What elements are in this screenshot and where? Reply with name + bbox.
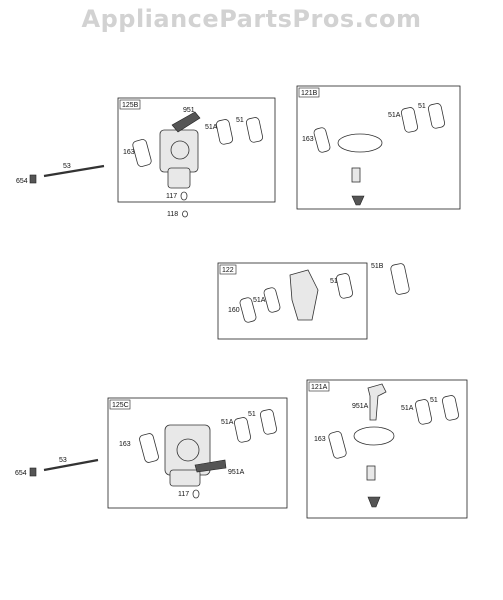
kit-121a-label: 121A (311, 384, 328, 391)
gasket-163-121a (328, 431, 347, 459)
gasket-51a-125b (215, 119, 233, 145)
label-163-121a: 163 (314, 436, 326, 443)
kit-125b-group: 125B 163 951 51A 51 117 (117, 97, 276, 203)
label-163-125b: 163 (123, 149, 135, 156)
gasket-51a-121b (400, 107, 418, 133)
label-118: 118 (167, 211, 178, 218)
gasket-51a-122 (263, 287, 281, 313)
gasket-163 (132, 139, 152, 167)
kit-121a-tag (308, 381, 330, 392)
label-53-bottom: 53 (59, 457, 67, 464)
label-51a-121b: 51A (388, 112, 401, 119)
label-51-125c: 51 (248, 411, 256, 418)
kit-121a-box (306, 379, 468, 519)
label-163-121b: 163 (302, 136, 314, 143)
spacer-122 (289, 269, 319, 321)
label-160: 160 (228, 307, 240, 314)
stud-assembly-top: 654 53 (16, 163, 105, 185)
gasket-51-121a (441, 395, 459, 421)
label-951a-125c: 951A (228, 469, 245, 476)
label-51a-122: 51A (253, 297, 266, 304)
kit-125c-tag (109, 399, 131, 410)
kit-125b-tag (119, 99, 141, 110)
gasket-51-122 (335, 273, 353, 299)
float-bowl-121b (351, 195, 365, 206)
label-51-121b: 51 (418, 103, 426, 110)
screw-117-125c (192, 489, 200, 499)
label-163-125c: 163 (119, 441, 131, 448)
label-51-122: 51 (330, 278, 338, 285)
stud-assembly-bottom: 654 53 (15, 457, 99, 477)
gasket-163-125c (139, 433, 159, 463)
label-51b: 51B (371, 263, 384, 270)
kit-121b-tag (298, 87, 320, 98)
float-bowl-121a (367, 496, 381, 508)
label-51-125b: 51 (236, 117, 244, 124)
needle-121a (366, 465, 376, 481)
carburetor-125c (164, 424, 227, 487)
label-951-125b: 951 (183, 107, 195, 114)
gasket-51a-125c (233, 417, 251, 443)
kit-122-tag (219, 264, 237, 275)
nut-654-bottom (29, 467, 37, 477)
stud-53-bottom (43, 458, 99, 472)
label-51-121a: 51 (430, 397, 438, 404)
kit-125c-label: 125C (112, 402, 129, 409)
label-117-125c: 117 (178, 491, 189, 498)
gasket-51b (390, 263, 410, 295)
watermark-logo: AppliancePartsPros.com (81, 5, 422, 33)
kit-121a-group: 121A 951A 163 51A 51 (306, 379, 468, 519)
gasket-51-125c (259, 409, 277, 435)
plug-118 (182, 210, 188, 218)
gasket-51a-121a (414, 399, 432, 425)
label-53-top: 53 (63, 163, 71, 170)
o-ring-121a (353, 426, 395, 446)
kit-121b-label: 121B (301, 90, 318, 97)
kit-121b-group: 121B 163 51A 51 (296, 85, 461, 210)
label-951a-121a: 951A (352, 403, 369, 410)
kit-125c-group: 125C 163 51A 51 951A 117 (107, 397, 288, 509)
stud-53-top (43, 164, 105, 178)
gasket-51-121b (427, 103, 445, 129)
label-117-125b: 117 (166, 193, 177, 200)
kit-125b-label: 125B (122, 102, 139, 109)
label-51a-125c: 51A (221, 419, 234, 426)
gasket-163-121b (313, 127, 331, 153)
label-51a-121a: 51A (401, 405, 414, 412)
kit-122-group: 122 160 51A 51 (217, 262, 368, 340)
label-51a-125b: 51A (205, 124, 218, 131)
lever-951a-121a (367, 383, 387, 421)
nut-654-top (29, 174, 37, 184)
label-654-top: 654 (16, 178, 28, 185)
gasket-51-125b (245, 117, 263, 143)
screw-117-125b (180, 191, 188, 201)
gasket-160 (239, 297, 257, 323)
carburetor-125b (159, 111, 201, 189)
o-ring-121b (337, 133, 383, 153)
needle-121b (351, 167, 361, 183)
kit-122-label: 122 (222, 267, 234, 274)
label-654-bottom: 654 (15, 470, 27, 477)
